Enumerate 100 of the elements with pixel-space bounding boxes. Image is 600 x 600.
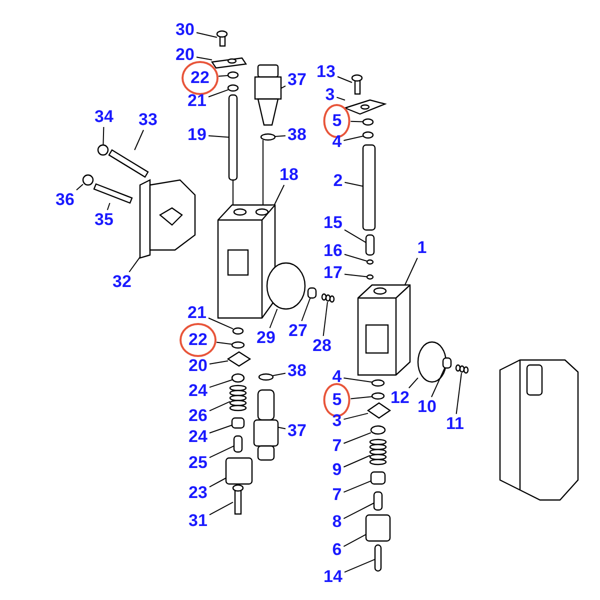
callout-number: 14 <box>322 567 344 587</box>
callout-number: 24 <box>186 427 210 447</box>
plate-drawing <box>210 57 248 69</box>
o-ring-drawing <box>417 341 447 383</box>
leader-line <box>343 412 368 420</box>
plug-drawing <box>307 287 317 299</box>
callout-number: 7 <box>330 485 344 505</box>
leader-line <box>196 32 218 38</box>
leader-line <box>408 377 418 388</box>
callout-number: 2 <box>331 171 345 191</box>
callout-number: 38 <box>286 125 308 145</box>
nut-drawing <box>97 144 109 156</box>
leader-line <box>76 184 84 190</box>
ring-drawing <box>232 327 244 335</box>
ring-drawing <box>371 379 385 387</box>
leader-line <box>350 396 372 400</box>
leader-line <box>134 130 144 150</box>
callout-number: 34 <box>92 107 116 127</box>
leader-line <box>343 502 374 520</box>
callout-number: 25 <box>186 453 210 473</box>
screw-drawing <box>216 30 228 47</box>
assembly-line <box>262 140 264 206</box>
ring-drawing <box>231 341 245 349</box>
ring-drawing <box>362 131 374 139</box>
callout-number: 29 <box>254 328 278 348</box>
leader-line <box>272 372 286 376</box>
callout-number: 22 <box>182 61 218 95</box>
leader-line <box>344 274 368 278</box>
leader-line <box>431 368 446 398</box>
nut-drawing <box>82 174 94 186</box>
callout-number: 11 <box>444 414 466 434</box>
callout-number: 27 <box>286 321 310 341</box>
bolt-drawing <box>374 544 382 572</box>
stud-drawing <box>108 149 149 178</box>
leader-line <box>343 534 366 547</box>
leader-line <box>128 256 140 272</box>
callout-number: 37 <box>286 70 308 90</box>
leader-line <box>209 401 230 412</box>
cap-drawing <box>365 514 391 542</box>
o-ring-drawing <box>266 262 306 310</box>
callout-number: 33 <box>136 110 160 130</box>
plunger-drawing <box>373 491 383 511</box>
plunger-drawing <box>233 435 243 453</box>
leader-line <box>456 372 462 414</box>
cap-drawing <box>225 457 253 485</box>
callout-number: 31 <box>186 511 210 531</box>
leader-line <box>336 96 346 101</box>
leader-line <box>350 120 364 122</box>
spool-drawing <box>228 94 238 181</box>
leader-line <box>274 135 286 137</box>
retainer-drawing <box>370 425 386 435</box>
callout-number: 20 <box>186 356 210 376</box>
callout-number: 9 <box>330 460 344 480</box>
leader-line <box>343 480 372 493</box>
leader-line <box>278 426 286 430</box>
spring-drawing <box>229 384 247 412</box>
plunger-drawing <box>365 234 375 256</box>
callout-number: 37 <box>286 421 308 441</box>
callout-number: 36 <box>54 190 76 210</box>
leader-line <box>209 360 228 364</box>
callout-number: 28 <box>310 336 334 356</box>
leader-line <box>196 56 212 60</box>
ring-drawing <box>227 84 239 92</box>
callout-number: 38 <box>286 361 308 381</box>
retainer-drawing <box>370 471 386 485</box>
callout-number: 21 <box>186 303 208 323</box>
leader-line <box>216 342 232 345</box>
callout-number: 3 <box>323 85 337 105</box>
ring-drawing <box>366 274 374 280</box>
plate-drawing <box>343 99 387 115</box>
ring-drawing <box>258 373 274 381</box>
callout-number: 1 <box>415 238 429 258</box>
ring-drawing <box>362 118 374 126</box>
callout-number: 16 <box>322 241 344 261</box>
leader-line <box>280 85 286 89</box>
callout-number: 8 <box>330 512 344 532</box>
plug-drawing <box>442 357 452 369</box>
leader-line <box>209 502 234 516</box>
callout-number: 35 <box>92 210 116 230</box>
relief-valve-drawing <box>254 64 282 126</box>
valve-section-drawing <box>217 204 276 319</box>
leader-line <box>106 202 110 210</box>
leader-line <box>208 135 230 138</box>
callout-number: 18 <box>278 165 300 185</box>
ring-drawing <box>227 71 239 79</box>
leader-line <box>208 318 234 330</box>
plate-drawing <box>366 402 392 419</box>
leader-line <box>269 308 278 328</box>
ring-drawing <box>455 364 469 374</box>
leader-line <box>343 432 372 444</box>
callout-number: 19 <box>186 125 208 145</box>
leader-line <box>343 136 364 141</box>
leader-line <box>344 558 376 573</box>
callout-number: 13 <box>314 62 338 82</box>
plate-drawing <box>226 351 252 367</box>
callout-number: 6 <box>330 540 344 560</box>
valve-section-drawing <box>357 284 411 376</box>
ring-drawing <box>260 133 276 141</box>
leader-line <box>209 424 232 434</box>
spool-drawing <box>362 144 376 231</box>
